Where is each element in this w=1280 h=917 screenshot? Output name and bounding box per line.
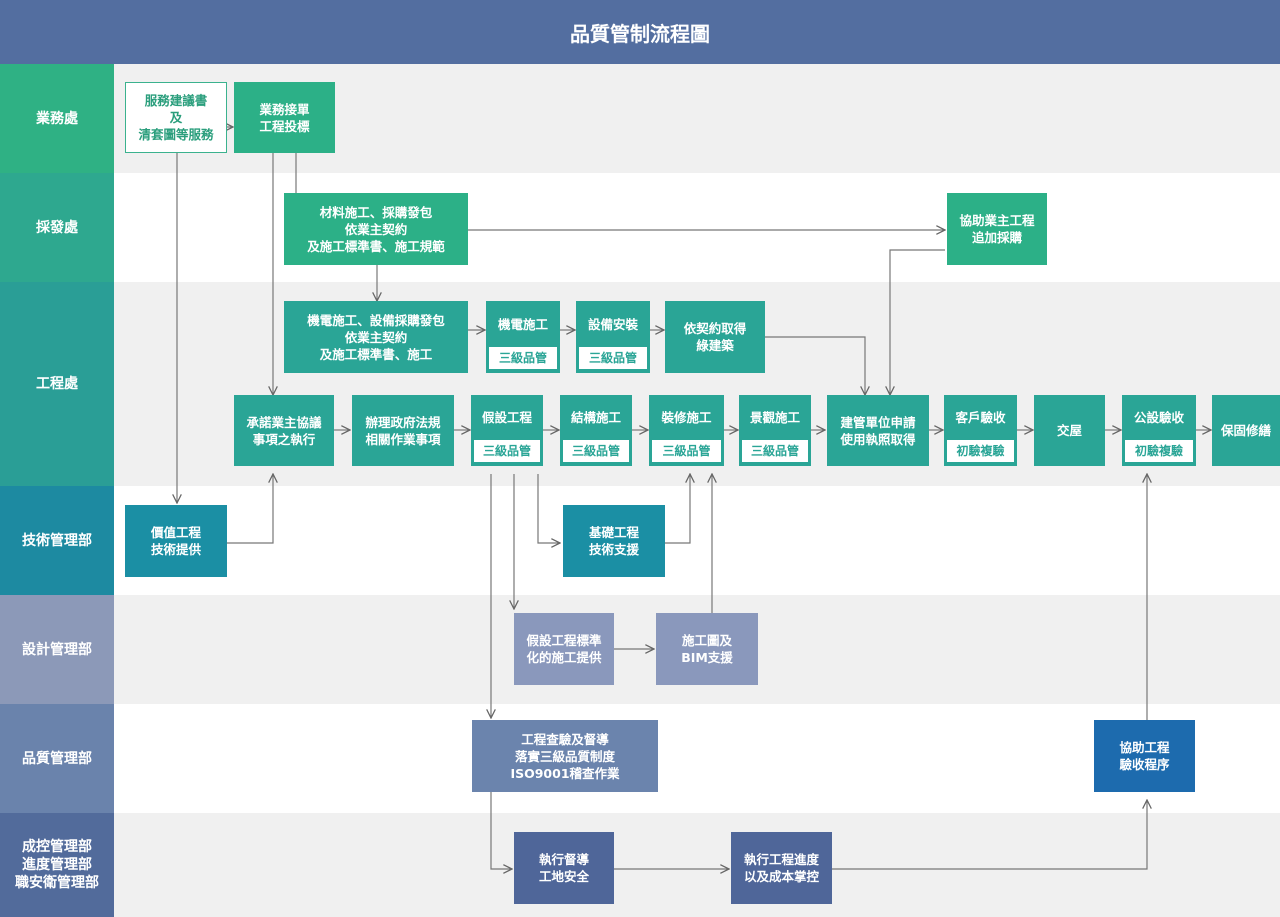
box-label: 結構施工 xyxy=(570,410,621,425)
box-value-engineering: 價值工程 技術提供 xyxy=(125,505,227,577)
box-mep-procurement: 機電施工、設備採購發包 依業主契約 及施工標準書、施工 xyxy=(284,301,468,373)
lane-background xyxy=(114,813,1280,917)
box-handover: 交屋 xyxy=(1034,395,1105,466)
box-foundation-support: 基礎工程 技術支援 xyxy=(563,505,665,577)
box-customer-inspection: 客戶驗收 初驗複驗 xyxy=(944,395,1017,466)
qc-tag: 三級品管 xyxy=(652,440,721,462)
lane-label-control: 成控管理部 進度管理部 職安衛管理部 xyxy=(0,813,114,917)
box-owner-extra-procurement: 協助業主工程 追加採購 xyxy=(947,193,1047,265)
box-site-safety: 執行督導 工地安全 xyxy=(514,832,614,904)
box-material-procurement: 材料施工、採購發包 依業主契約 及施工標準書、施工規範 xyxy=(284,193,468,265)
lane-control: 成控管理部 進度管理部 職安衛管理部 xyxy=(0,813,1280,917)
box-warranty: 保固修繕 xyxy=(1212,395,1280,466)
box-public-inspection: 公設驗收 初驗複驗 xyxy=(1122,395,1196,466)
lane-label-design: 設計管理部 xyxy=(0,595,114,704)
box-acceptance-assist: 協助工程 驗收程序 xyxy=(1094,720,1195,792)
inspection-tag: 初驗複驗 xyxy=(947,440,1014,462)
qc-tag: 三級品管 xyxy=(563,440,629,462)
box-structure: 結構施工 三級品管 xyxy=(560,395,632,466)
qc-tag: 三級品管 xyxy=(489,347,557,369)
box-label: 設備安裝 xyxy=(587,316,638,332)
box-mep-construction: 機電施工 三級品管 xyxy=(486,301,560,373)
lane-label-quality: 品質管理部 xyxy=(0,704,114,813)
lane-background xyxy=(114,704,1280,813)
lane-background xyxy=(114,486,1280,595)
arrow-progress-to-acceptance xyxy=(832,800,1147,870)
box-landscape: 景觀施工 三級品管 xyxy=(739,395,811,466)
arrow-extra-to-license xyxy=(890,249,945,395)
inspection-tag: 初驗複驗 xyxy=(1125,440,1193,462)
box-decoration: 裝修施工 三級品管 xyxy=(649,395,724,466)
box-license: 建管單位申請 使用執照取得 xyxy=(827,395,929,466)
box-quality-check: 工程查驗及督導 落實三級品質制度 ISO9001稽查作業 xyxy=(472,720,658,792)
box-label: 裝修施工 xyxy=(661,410,712,425)
lane-label-engineering: 工程處 xyxy=(0,282,114,486)
box-temporary-works: 假設工程 三級品管 xyxy=(471,395,543,466)
box-label: 機電施工 xyxy=(497,316,548,332)
box-label: 公設驗收 xyxy=(1133,410,1184,425)
box-business-bid: 業務接單 工程投標 xyxy=(234,82,335,153)
box-progress-cost: 執行工程進度 以及成本掌控 xyxy=(731,832,832,904)
lane-quality: 品質管理部 xyxy=(0,704,1280,813)
box-label: 景觀施工 xyxy=(749,410,800,425)
box-bim-support: 施工圖及 BIM支援 xyxy=(656,613,758,685)
lane-technical: 技術管理部 xyxy=(0,486,1280,595)
page-title: 品質管制流程圖 xyxy=(0,0,1280,64)
box-label: 假設工程 xyxy=(481,410,532,425)
arrow-value-to-agreement xyxy=(227,474,273,544)
arrow-foundation-to-deco xyxy=(665,474,690,544)
arrow-temp-to-foundation xyxy=(537,474,560,543)
box-green-building: 依契約取得 綠建築 xyxy=(665,301,765,373)
lane-label-business: 業務處 xyxy=(0,64,114,173)
qc-tag: 三級品管 xyxy=(474,440,540,462)
lane-label-procurement: 採發處 xyxy=(0,173,114,282)
arrow-green-to-license xyxy=(765,336,865,395)
box-owner-agreement: 承諾業主協議 事項之執行 xyxy=(234,395,334,466)
qc-tag: 三級品管 xyxy=(742,440,808,462)
box-equipment-install: 設備安裝 三級品管 xyxy=(576,301,650,373)
box-gov-regulation: 辦理政府法規 相關作業事項 xyxy=(352,395,454,466)
arrow-quality-to-safety xyxy=(490,792,512,869)
qc-tag: 三級品管 xyxy=(579,347,647,369)
lane-label-technical: 技術管理部 xyxy=(0,486,114,595)
box-service-proposal: 服務建議書 及 清套圖等服務 xyxy=(125,82,227,153)
box-label: 客戶驗收 xyxy=(955,410,1006,425)
box-temporary-design: 假設工程標準 化的施工提供 xyxy=(514,613,614,685)
